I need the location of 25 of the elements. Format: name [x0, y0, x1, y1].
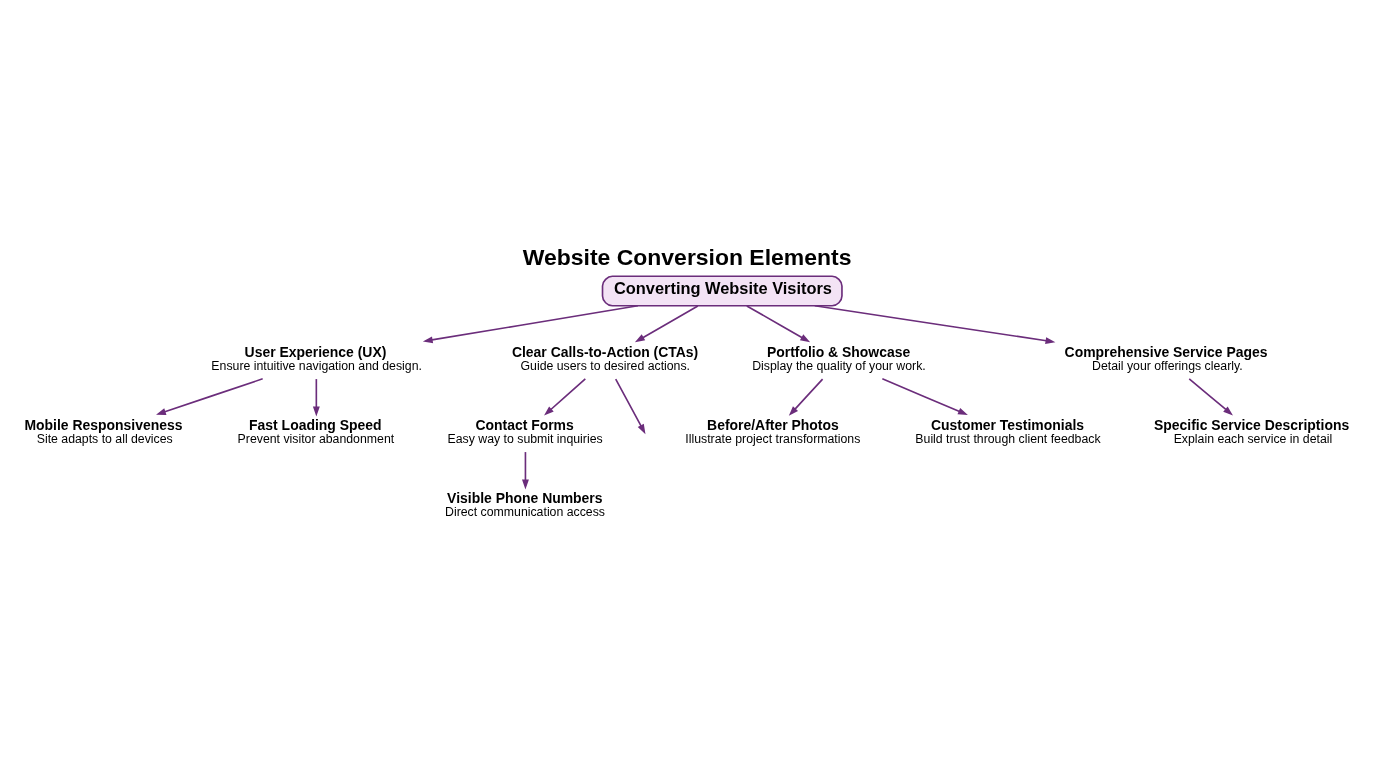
arrow	[522, 450, 529, 489]
node-text: Fast Loading Speed Prevent visitor abandonment	[237, 416, 395, 446]
node-text: Mobile Responsiveness Site adapts to all devices	[24, 416, 183, 446]
arrow	[1188, 377, 1233, 415]
node-text: Visible Phone Numbers Direct communication access	[445, 489, 605, 519]
node-text: Portfolio & Showcase Display the quality of your work.	[752, 343, 926, 373]
arrow	[813, 304, 1056, 344]
node-text: User Experience (UX) Ensure intuitive navigation and design.	[211, 343, 422, 373]
arrow	[746, 304, 811, 342]
node-text: Contact Forms Easy way to submit inquiries	[447, 416, 603, 446]
node-text: Clear Calls-to-Action (CTAs) Guide users to desired actions.	[511, 343, 699, 373]
arrow	[881, 377, 968, 415]
node-text: Customer Testimonials Build trust through client feedback	[915, 416, 1101, 446]
arrow	[422, 304, 639, 343]
arrow	[156, 377, 264, 415]
node-box: Converting Website Visitors	[601, 274, 843, 307]
node-text: Specific Service Descriptions Explain each service in detail	[1153, 416, 1350, 446]
node-text: Comprehensive Service Pages Detail your offerings clearly.	[1064, 343, 1268, 373]
arrow	[634, 304, 699, 342]
arrow	[544, 377, 587, 416]
node-text: Before/After Photos Illustrate project transformations	[685, 416, 861, 446]
arrow	[312, 377, 320, 416]
arrow	[788, 377, 824, 416]
diagram-title: Website Conversion Elements	[522, 243, 852, 270]
arrow	[614, 377, 646, 434]
